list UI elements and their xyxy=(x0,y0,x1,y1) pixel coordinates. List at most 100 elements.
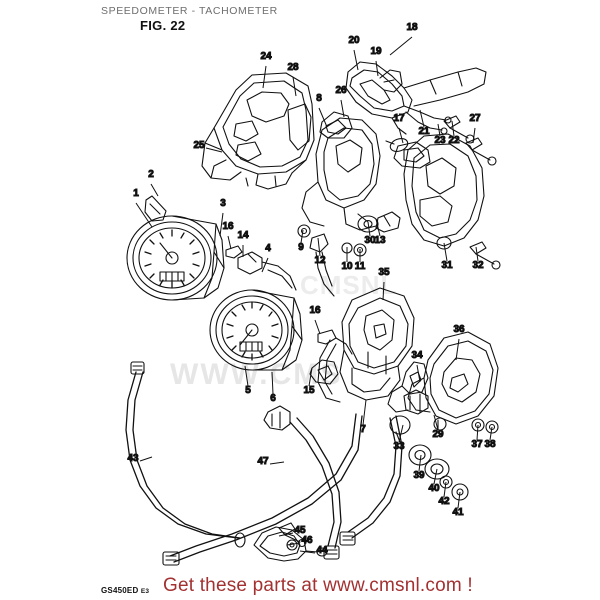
callout-leader-line xyxy=(150,183,159,197)
callout-leader-line xyxy=(340,99,345,118)
callout-number[interactable]: 6 xyxy=(270,393,277,405)
callout-number[interactable]: 35 xyxy=(378,267,391,279)
callout-number[interactable]: 45 xyxy=(294,525,307,537)
callout-leader-line xyxy=(314,319,321,335)
callout-leader-line xyxy=(398,424,404,443)
callout-number[interactable]: 38 xyxy=(484,439,497,451)
callout-number[interactable]: 44 xyxy=(316,545,329,557)
callout-leader-line xyxy=(437,123,441,137)
callout-leader-line xyxy=(382,281,385,301)
callout-number[interactable]: 42 xyxy=(438,496,451,508)
callout-number[interactable]: 12 xyxy=(314,255,327,267)
callout-leader-line xyxy=(318,107,328,128)
callout-number[interactable]: 30 xyxy=(364,235,377,247)
callout-leader-line xyxy=(135,202,153,228)
callout-number[interactable]: 22 xyxy=(448,135,461,147)
callout-leader-line xyxy=(472,127,476,144)
part-headlight-bracket xyxy=(301,115,501,270)
callout-number[interactable]: 31 xyxy=(441,260,454,272)
callout-number[interactable]: 16 xyxy=(222,221,235,233)
callout-number[interactable]: 29 xyxy=(432,429,445,441)
callout-leader-line xyxy=(489,426,493,441)
part-meter-cover-upper xyxy=(201,72,315,190)
callout-leader-line xyxy=(286,542,301,546)
callout-number[interactable]: 7 xyxy=(360,424,367,436)
callout-number[interactable]: 43 xyxy=(127,453,140,465)
callout-leader-line xyxy=(451,120,455,137)
part-connector-assembly xyxy=(403,389,429,415)
part-speedometer xyxy=(209,289,303,371)
callout-number[interactable]: 36 xyxy=(453,324,466,336)
callout-leader-line xyxy=(375,60,379,77)
callout-number[interactable]: 21 xyxy=(418,126,431,138)
callout-leader-line xyxy=(271,371,274,395)
callout-number[interactable]: 10 xyxy=(341,261,354,273)
callout-leader-line xyxy=(219,212,224,237)
part-meter-housing-lower xyxy=(317,287,415,403)
callout-number[interactable]: 41 xyxy=(452,507,465,519)
page-title: SPEEDOMETER - TACHOMETER xyxy=(101,5,278,17)
callout-leader-line xyxy=(389,36,413,56)
callout-number[interactable]: 15 xyxy=(303,385,316,397)
callout-leader-line xyxy=(419,109,425,128)
callout-leader-line xyxy=(353,49,359,71)
callout-leader-line xyxy=(308,367,313,387)
callout-number[interactable]: 34 xyxy=(411,350,424,362)
callout-number[interactable]: 46 xyxy=(301,535,314,547)
callout-number[interactable]: 13 xyxy=(374,235,387,247)
callout-number[interactable]: 4 xyxy=(265,243,272,255)
callout-leader-line xyxy=(205,147,223,153)
part-tachometer xyxy=(126,195,225,301)
callout-number[interactable]: 8 xyxy=(316,93,323,105)
callout-leader-line xyxy=(261,257,269,273)
callout-leader-line xyxy=(367,221,371,237)
callout-leader-line xyxy=(418,454,422,472)
callout-number[interactable]: 1 xyxy=(133,188,140,200)
callout-number[interactable]: 23 xyxy=(434,135,447,147)
callout-number[interactable]: 18 xyxy=(406,22,419,34)
callout-number[interactable]: 32 xyxy=(472,260,485,272)
callout-leader-line xyxy=(443,242,448,262)
callout-number[interactable]: 2 xyxy=(148,169,155,181)
part-handlebar-switch xyxy=(319,61,487,139)
callout-number[interactable]: 19 xyxy=(370,46,383,58)
callout-leader-line xyxy=(278,532,294,537)
callout-leader-line xyxy=(227,235,232,250)
callout-number[interactable]: 40 xyxy=(428,483,441,495)
callout-number[interactable]: 11 xyxy=(354,261,366,273)
callout-number[interactable]: 33 xyxy=(393,441,406,453)
callout-leader-line xyxy=(457,491,461,509)
callout-leader-line xyxy=(433,468,438,485)
model-suffix: E3 xyxy=(140,588,150,595)
callout-number[interactable]: 16 xyxy=(309,305,322,317)
callout-number[interactable]: 3 xyxy=(220,198,227,210)
model-code: GS450ED E3 xyxy=(101,586,149,595)
callout-leader-line xyxy=(362,399,367,426)
callout-number[interactable]: 24 xyxy=(260,51,273,63)
callout-leader-line xyxy=(317,237,321,257)
figure-number: FIG. 22 xyxy=(140,18,186,33)
callout-number[interactable]: 25 xyxy=(193,140,206,152)
callout-number[interactable]: 37 xyxy=(471,439,484,451)
callout-leader-line xyxy=(299,550,316,554)
callout-leader-line xyxy=(433,414,439,431)
callout-leader-line xyxy=(262,65,267,89)
callout-number[interactable]: 9 xyxy=(298,242,305,254)
part-cables xyxy=(125,361,403,566)
callout-number[interactable]: 47 xyxy=(257,456,270,468)
callout-leader-line xyxy=(292,76,297,97)
promo-text: Get these parts at www.cmsnl.com ! xyxy=(163,575,473,596)
callout-number[interactable]: 14 xyxy=(237,230,250,242)
callout-number[interactable]: 28 xyxy=(287,62,300,74)
callout-leader-line xyxy=(375,218,381,237)
callout-number[interactable]: 26 xyxy=(335,85,348,97)
callout-leader-line xyxy=(455,338,460,361)
callout-number[interactable]: 17 xyxy=(393,113,406,125)
callout-number[interactable]: 27 xyxy=(469,113,482,125)
callout-leader-line xyxy=(475,246,479,262)
callout-leader-line xyxy=(416,364,421,383)
callout-number[interactable]: 5 xyxy=(245,385,252,397)
callout-number[interactable]: 20 xyxy=(348,35,361,47)
callout-number[interactable]: 39 xyxy=(413,470,426,482)
